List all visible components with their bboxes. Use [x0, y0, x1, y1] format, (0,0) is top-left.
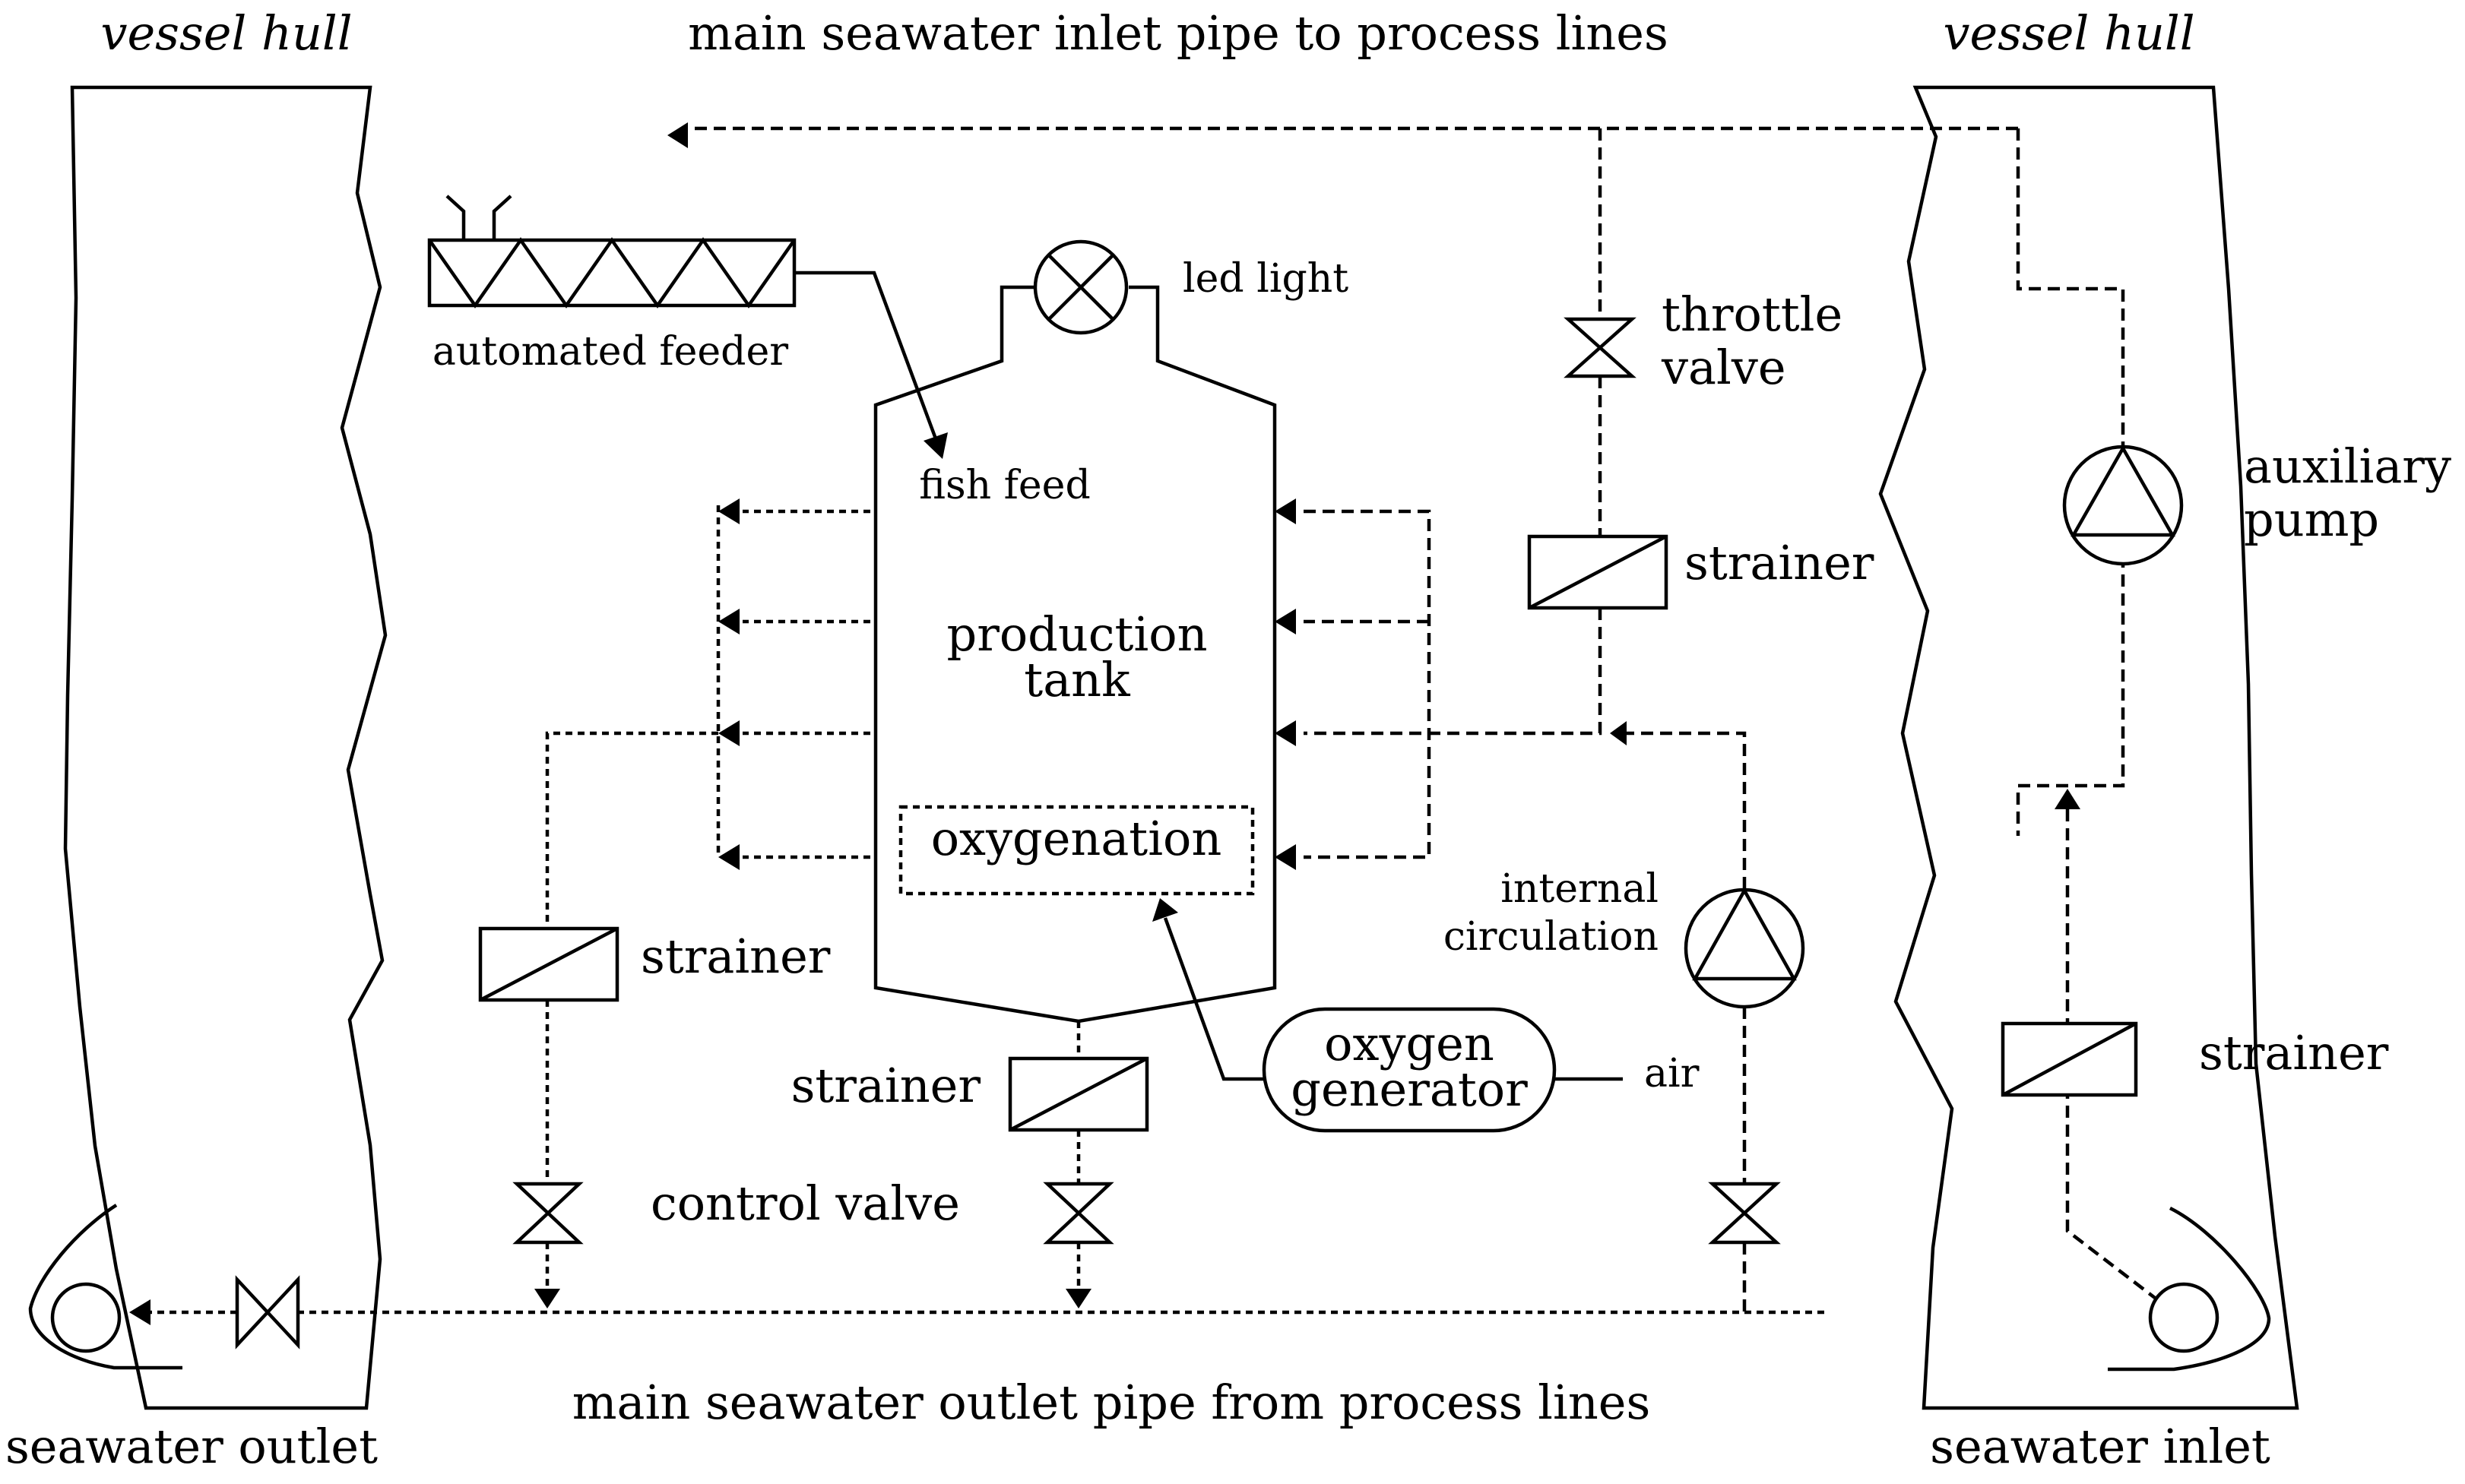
outlet-pipe-label: main seawater outlet pipe from process l… [572, 1375, 1651, 1430]
led-light-label: led light [1183, 256, 1348, 302]
valve-circulation [1708, 1182, 1781, 1245]
arrow-inlet-pipe [667, 122, 688, 148]
arrow-outlet [129, 1299, 150, 1325]
hull-right-label: vessel hull [1943, 5, 2194, 61]
strainer-bottom-label: strainer [791, 1058, 981, 1113]
control-valve-left [512, 1182, 584, 1245]
seawater-inlet-label: seawater inlet [1930, 1419, 2270, 1474]
strainer-bottom [1008, 1056, 1149, 1132]
internal-circulation-pump [1684, 887, 1805, 1009]
oxygenation-box [898, 805, 1255, 896]
control-valve-label: control valve [651, 1175, 960, 1231]
inlet-pipe-label: main seawater inlet pipe to process line… [688, 5, 1668, 61]
fish-feed-label: fish feed [919, 463, 1090, 508]
control-valve-bottom [1043, 1182, 1114, 1245]
strainer-top-right [1527, 534, 1668, 610]
throttle-valve [1564, 317, 1636, 378]
throttle-valve-label-1: throttle [1662, 286, 1842, 342]
inflow-manifold [1275, 498, 1431, 870]
auxiliary-pump [2062, 445, 2184, 566]
strainer-top-right-label: strainer [1684, 535, 1874, 590]
throttle-valve-label-2: valve [1661, 340, 1786, 395]
main-outlet-pipe [129, 1299, 1824, 1325]
auxiliary-pump-label-2: pump [2244, 492, 2379, 547]
automated-feeder [427, 195, 948, 459]
hull-left-label: vessel hull [100, 5, 352, 61]
automated-feeder-label: automated feeder [432, 329, 788, 375]
production-tank [873, 285, 1277, 1024]
internal-circulation-label-2: circulation [1443, 914, 1659, 960]
seawater-outlet-port [50, 1282, 122, 1353]
production-tank-label-1: production [947, 606, 1208, 662]
oxygen-generator-label-1: oxygen [1324, 1016, 1494, 1071]
led-light [1033, 239, 1129, 335]
oxygen-generator [1152, 898, 1623, 1133]
seawater-inlet-port [2148, 1282, 2219, 1353]
production-tank-label-2: tank [1024, 652, 1130, 707]
vessel-hull-right [1878, 85, 2299, 1410]
vessel-hull-left [28, 85, 388, 1410]
oxygen-generator-label-2: generator [1291, 1062, 1528, 1117]
air-label: air [1644, 1051, 1700, 1096]
internal-circulation-label-1: internal [1500, 866, 1659, 912]
arrow-aux-loop [2055, 789, 2080, 809]
strainer-left-label: strainer [641, 929, 831, 984]
auxiliary-pump-label-1: auxiliary [2244, 438, 2451, 494]
internal-circulation-line [1610, 721, 1747, 1312]
strainer-inlet [2001, 1021, 2138, 1097]
oxygenation-label: oxygenation [931, 811, 1222, 866]
strainer-left [478, 926, 619, 1002]
seawater-outlet-label: seawater outlet [5, 1419, 378, 1474]
outflow-manifold [545, 498, 870, 929]
outlet-valve [235, 1275, 300, 1350]
strainer-right-label: strainer [2199, 1025, 2389, 1081]
